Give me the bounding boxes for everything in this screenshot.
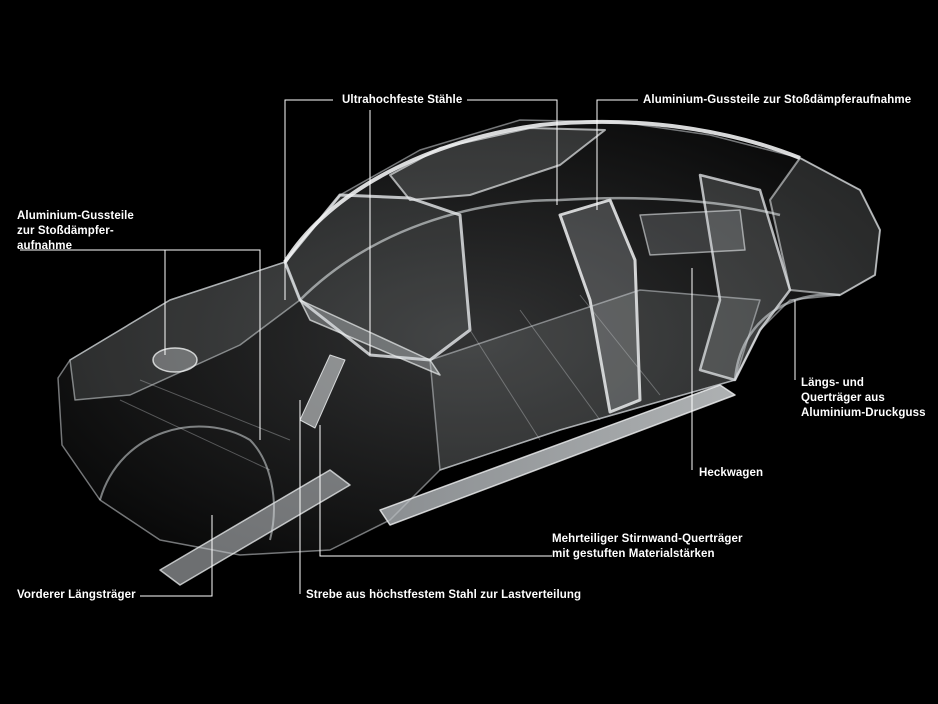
label-line: Querträger aus [801,392,885,404]
label-line: Aluminium-Gussteile zur Stoßdämpferaufna… [643,94,912,106]
label-line: Ultrahochfeste Stähle [342,94,463,106]
leader-lines [20,99,796,597]
label-line: zur Stoßdämpfer- [17,225,114,237]
trunk-frame [769,157,881,296]
c-pillar [698,173,792,382]
label-line: Mehrteiliger Stirnwand-Querträger [552,533,743,545]
rear-crossmember [639,209,746,256]
label-line: Aluminium-Druckguss [801,407,926,419]
floor-ribs [119,294,661,471]
side-sill [379,384,736,526]
label-strebe: Strebe aus höchstfestem Stahl zur Lastve… [306,588,581,603]
label-line: Längs- und [801,377,864,389]
leader-ultrahochfeste-right [467,99,558,205]
hood [69,261,301,401]
label-line: Vorderer Längsträger [17,589,136,601]
leader-alu-guss-front-b [20,249,261,440]
shock-tower-front [152,347,198,373]
roof-rail [283,119,801,264]
label-vorderer-laengstraeger: Vorderer Längsträger [17,588,136,603]
leader-ultrahochfeste [284,99,333,300]
leader-stirnwand [319,425,552,557]
label-line: Aluminium-Gussteile [17,210,134,222]
label-line: Strebe aus höchstfestem Stahl zur Lastve… [306,589,582,601]
label-line: aufnahme [17,240,73,252]
label-ultrahochfeste-staehle: Ultrahochfeste Stähle [342,93,462,108]
label-laengs-quertraeger: Längs- und Querträger aus Aluminium-Druc… [801,376,926,421]
a-pillar [283,193,472,362]
label-alu-gussteile-front: Aluminium-Gussteile zur Stoßdämpfer- auf… [17,209,134,254]
body-shell [57,119,881,586]
front-wheel-arch [99,425,275,541]
label-stirnwand-quertraeger: Mehrteiliger Stirnwand-Querträger mit ge… [552,532,743,562]
label-alu-gussteile-rear: Aluminium-Gussteile zur Stoßdämpferaufna… [643,93,911,108]
rear-wheel-arch [733,293,841,381]
b-pillar [558,198,642,414]
strut [299,354,346,429]
label-line: Heckwagen [699,467,764,479]
label-heckwagen: Heckwagen [699,466,763,481]
label-line: mit gestuften Materialstärken [552,548,715,560]
leader-vorderer [140,515,213,597]
inner-roof-rail [299,196,781,301]
leader-alu-guss-rear [596,99,638,210]
